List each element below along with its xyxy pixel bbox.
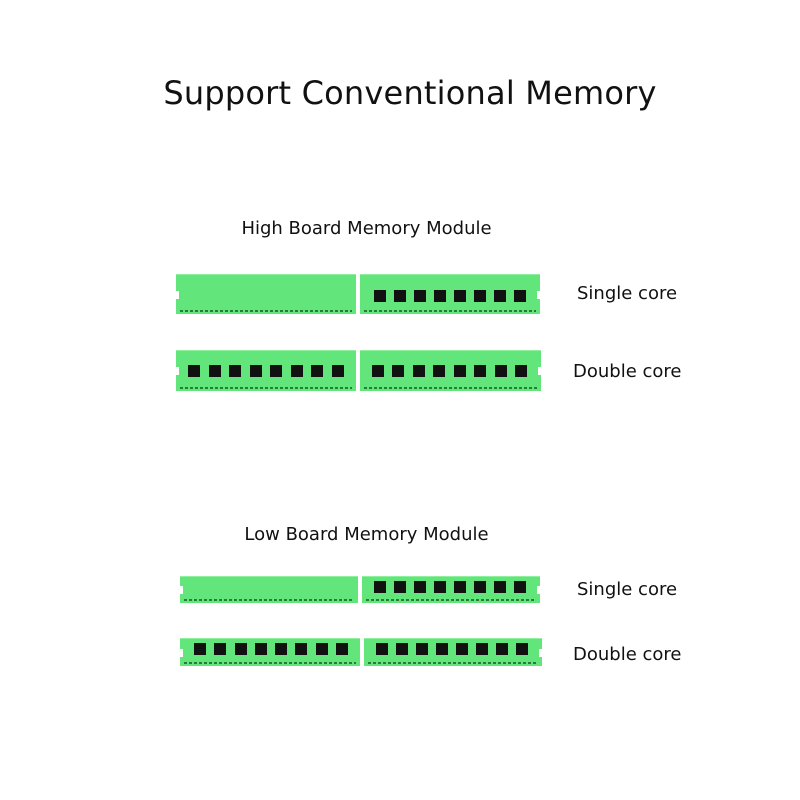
high-board-double-core-row: Double core — [176, 350, 776, 400]
high-board-single-core-row: Single core — [176, 274, 776, 324]
memory-chip — [474, 290, 486, 302]
memory-chip — [249, 365, 262, 377]
memory-chip — [311, 365, 324, 377]
memory-chip — [214, 643, 227, 655]
module-notch — [537, 586, 540, 594]
memory-module-chip-half — [360, 274, 540, 314]
memory-chip — [412, 365, 425, 377]
memory-chip — [433, 365, 446, 377]
memory-module-chip-half — [364, 638, 542, 666]
memory-chip — [188, 365, 200, 377]
memory-chip — [494, 365, 507, 377]
memory-chip-row — [194, 643, 348, 655]
memory-chip — [254, 643, 267, 655]
memory-chip — [270, 365, 283, 377]
memory-chip — [454, 290, 466, 302]
memory-chip — [494, 581, 506, 593]
memory-module-chip-half — [360, 350, 541, 391]
memory-chip — [454, 581, 466, 593]
row-label-single-core: Single core — [577, 579, 678, 600]
memory-chip — [290, 365, 303, 377]
module-notch — [176, 367, 179, 375]
memory-chip — [194, 643, 206, 655]
low-board-single-core-row: Single core — [180, 576, 780, 626]
module-notch — [538, 367, 541, 375]
page-title: Support Conventional Memory — [163, 74, 657, 112]
memory-chip-row — [374, 581, 526, 593]
memory-chip-row — [374, 290, 526, 302]
memory-chip — [376, 643, 388, 655]
memory-chip-row — [188, 365, 344, 377]
memory-chip — [416, 643, 428, 655]
memory-chip — [295, 643, 308, 655]
memory-chip — [374, 581, 386, 593]
memory-chip — [516, 643, 528, 655]
memory-chip — [514, 581, 526, 593]
memory-chip — [514, 290, 526, 302]
memory-chip — [394, 581, 406, 593]
memory-chip — [476, 643, 488, 655]
memory-chip — [208, 365, 221, 377]
module-notch — [176, 290, 179, 299]
memory-chip — [514, 365, 527, 377]
memory-chip — [474, 581, 486, 593]
module-notch — [180, 648, 183, 657]
memory-chip — [234, 643, 247, 655]
memory-chip — [453, 365, 466, 377]
memory-chip — [372, 365, 384, 377]
memory-module-chip-half — [176, 350, 356, 391]
module-notch — [537, 290, 540, 299]
memory-module-plain-half — [176, 274, 356, 314]
memory-chip — [392, 365, 405, 377]
memory-module-chip-half — [362, 576, 540, 603]
row-label-double-core: Double core — [573, 644, 682, 665]
memory-chip — [374, 290, 386, 302]
memory-chip — [396, 643, 408, 655]
memory-chip — [434, 290, 446, 302]
memory-chip — [434, 581, 446, 593]
memory-chip — [275, 643, 288, 655]
row-label-single-core: Single core — [577, 283, 678, 304]
memory-chip-row — [376, 643, 528, 655]
row-label-double-core: Double core — [573, 361, 682, 382]
section-title-low-board: Low Board Memory Module — [244, 524, 489, 545]
memory-chip — [394, 290, 406, 302]
memory-chip — [494, 290, 506, 302]
memory-chip — [331, 365, 344, 377]
memory-chip — [229, 365, 242, 377]
memory-chip-row — [372, 365, 527, 377]
memory-chip — [474, 365, 487, 377]
memory-chip — [436, 643, 448, 655]
memory-chip — [496, 643, 508, 655]
memory-chip — [414, 581, 426, 593]
memory-module-chip-half — [180, 638, 360, 666]
section-title-high-board: High Board Memory Module — [241, 218, 492, 239]
module-notch — [180, 586, 183, 594]
memory-chip — [315, 643, 328, 655]
memory-chip — [414, 290, 426, 302]
memory-module-plain-half — [180, 576, 358, 603]
memory-chip — [456, 643, 468, 655]
memory-chip — [335, 643, 348, 655]
module-notch — [539, 648, 542, 657]
low-board-double-core-row: Double core — [180, 638, 780, 688]
